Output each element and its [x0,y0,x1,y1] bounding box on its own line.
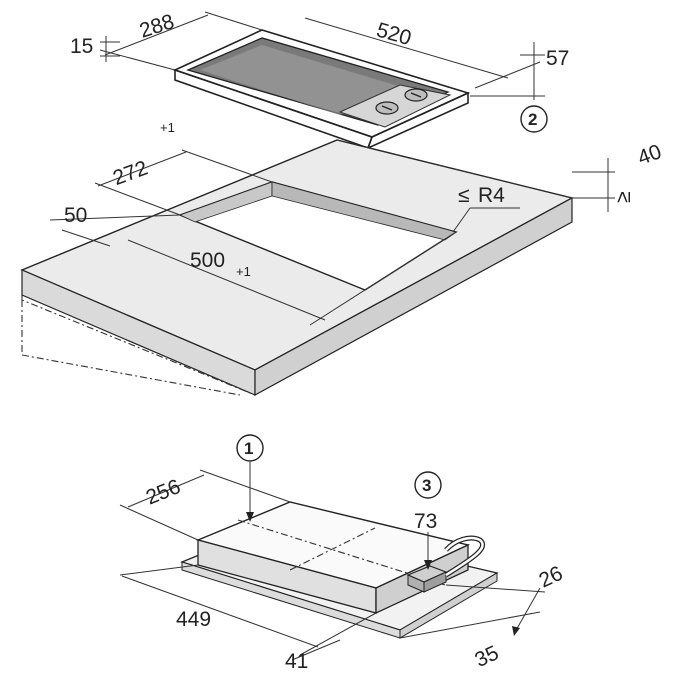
dim-cutout-width-tolerance: +1 [236,264,251,279]
dim-box-height: 73 [414,510,437,533]
dim-line-offset-a [445,584,546,593]
dim-bottom-width: 449 [176,608,211,631]
dim-line-offset-c [291,639,341,661]
dim-hob-depth: 288 [137,10,177,43]
dim-radius: R4 [478,184,505,207]
dim-offset-a: 26 [535,562,566,593]
dim-cutout-depth: 272 [110,156,151,190]
dim-line-hob-depth [104,14,209,56]
callout-2-label: 2 [528,110,537,129]
dim-offset-c: 41 [285,650,308,673]
dim-line-front-offset [61,229,111,247]
dim-worktop-thickness-symbol: ≥ [612,191,635,203]
dim-offset-b: 35 [471,641,502,672]
hob-frame-side [366,91,469,150]
callout-3-label: 3 [422,476,431,495]
callout-3-icon [414,471,442,499]
callout-2-icon [520,105,548,133]
dim-radius-symbol: ≤ [458,184,470,207]
hob-bottom-view: 1 3 73 256 449 41 26 35 [119,434,566,673]
hob-glass-reflection [200,45,405,115]
worktop-right-edge [254,196,573,397]
worktop-back-edge-dashed [336,139,573,199]
dim-hob-height: 57 [546,47,569,70]
dim-cutout-depth-tolerance: +1 [160,120,175,135]
dim-cutout-width: 500 [190,249,225,272]
callout-1-label: 1 [244,439,253,458]
dim-line-cutout-depth [97,151,187,187]
hob-top-view: 288 520 15 57 2 [70,10,569,150]
dim-worktop-thickness: 40 [635,140,665,170]
dim-line-bottom-depth [127,474,205,508]
callout-1-icon [236,434,264,462]
worktop: 272 +1 50 500 +1 ≤ R4 ≥ 40 [20,120,665,397]
dim-line-cutout-width [127,239,326,321]
dim-line-bottom-width [121,575,319,648]
dim-frame-thickness: 15 [70,35,93,58]
dim-hob-width: 520 [374,18,414,50]
dim-line-hob-width [304,17,509,79]
dim-bottom-depth: 256 [143,475,184,509]
dim-front-offset: 50 [64,204,87,227]
dim-line-radius [452,207,471,233]
